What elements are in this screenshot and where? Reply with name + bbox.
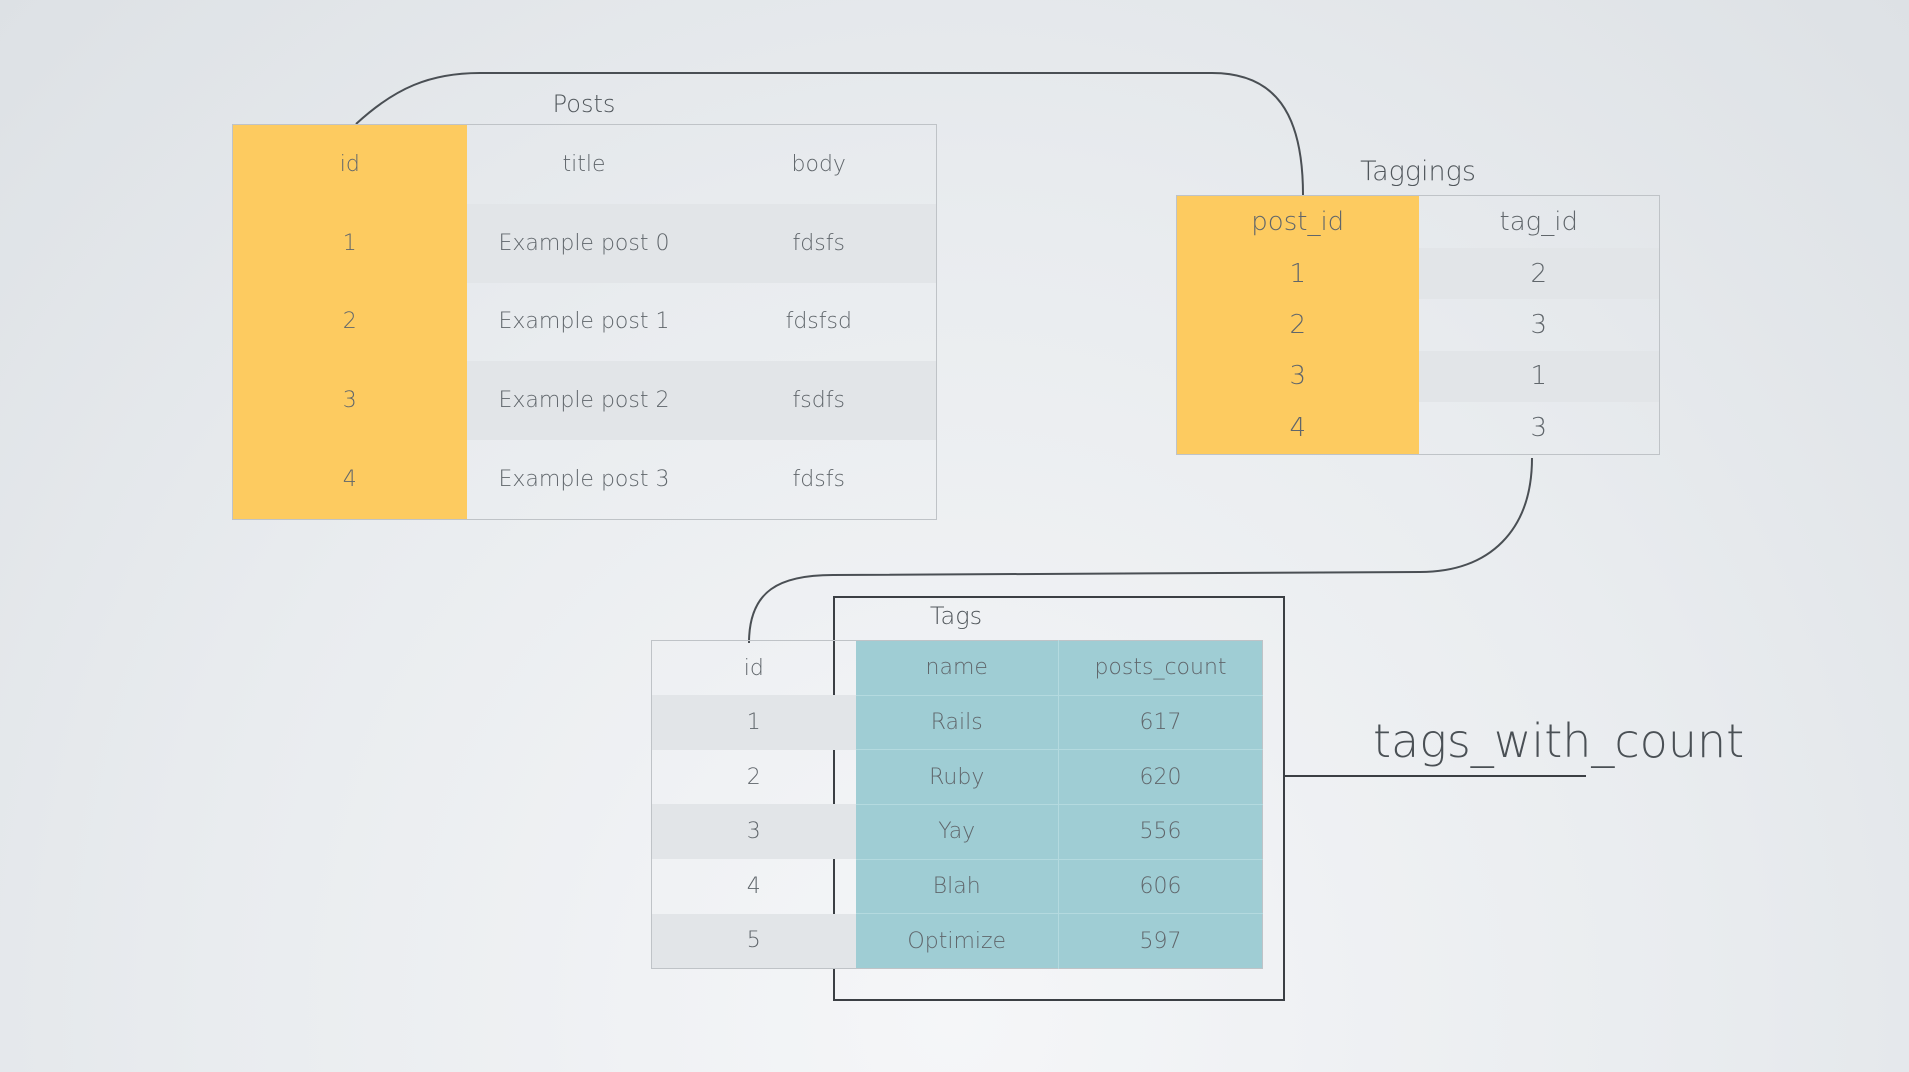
posts-header-title: title [562,152,606,178]
tags-cell-id: 5 [651,913,856,969]
posts-cell-body: fdsfsd [785,309,852,335]
table-row: 3 Example post 2 fsdfs [232,361,937,440]
table-header-row: id name posts_count [652,640,1263,696]
table-row: 2 Example post 1 fdsfsd [232,282,937,362]
posts-cell-title: Example post 2 [466,361,702,440]
taggings-cell-tag-id: 3 [1530,309,1548,340]
posts-table: id title body 1 Example post 0 fdsfs 2 E… [232,124,937,520]
taggings-cell-post-id: 3 [1176,350,1419,403]
connector-taggings-tag-id-to-tags-id [748,457,1533,644]
tags-cell-name: Blah [855,858,1059,914]
tags-cell-id: 1 [651,695,856,750]
posts-cell-title: Example post 3 [498,466,670,492]
posts-cell-title: Example post 1 [498,309,670,335]
taggings-cell-post-id: 2 [1176,299,1419,351]
tags-cell-posts-count: 556 [1058,803,1263,860]
taggings-cell-tag-id: 3 [1530,413,1548,444]
taggings-cell-post-id: 1 [1176,247,1419,300]
taggings-cell-post-id: 4 [1176,402,1419,455]
tags-cell-id: 3 [651,804,856,860]
table-row: 2 3 [1176,299,1660,351]
table-row: 2 Ruby 620 [652,749,1263,805]
table-row: 3 1 [1176,350,1660,403]
taggings-cell-tag-id: 1 [1418,350,1660,403]
taggings-header-tag-id: tag_id [1499,206,1578,237]
table-row: 1 Rails 617 [651,694,1263,750]
posts-cell-body: fsdfs [701,361,937,440]
taggings-cell-tag-id: 2 [1418,247,1660,300]
tags-cell-posts-count: 606 [1058,858,1263,914]
table-row: 1 Example post 0 fdsfs [232,204,937,283]
posts-cell-title: Example post 0 [466,204,702,283]
posts-header-id: id [232,124,467,205]
tags-cell-posts-count: 597 [1058,913,1263,969]
tags-header-id: id [743,655,764,681]
tags-cell-name: Ruby [855,749,1059,805]
table-row: 3 Yay 556 [651,803,1263,860]
tags-with-count-label: tags_with_count [1373,714,1745,768]
taggings-caption: Taggings [1360,156,1476,187]
table-header-row: id title body [232,124,937,205]
tags-caption: Tags [929,602,983,630]
taggings-header-post-id: post_id [1176,195,1419,248]
table-row: 4 3 [1176,402,1660,455]
table-row: 4 Blah 606 [652,858,1263,914]
posts-caption: Posts [552,90,616,118]
table-row: 4 Example post 3 fdsfs [232,439,937,520]
table-row: 5 Optimize 597 [651,913,1263,969]
table-header-row: post_id tag_id [1176,195,1660,248]
connector-posts-id-to-taggings-post-id [355,72,1304,196]
tags-cell-name: Yay [855,803,1059,860]
tags-with-count-view-frame [833,596,1285,1001]
tags-cell-name: Rails [855,694,1059,750]
posts-cell-id: 3 [232,361,467,440]
posts-cell-id: 2 [232,282,467,362]
tags-cell-name: Optimize [855,913,1059,969]
tags-cell-id: 4 [746,873,761,899]
posts-cell-id: 1 [232,204,467,283]
tags-header-name: name [855,640,1059,696]
posts-cell-body: fdsfs [701,204,937,283]
taggings-table: post_id tag_id 1 2 2 3 3 1 4 3 [1176,195,1660,455]
tags-header-posts-count: posts_count [1058,640,1263,696]
posts-header-body: body [791,152,846,178]
table-row: 1 2 [1176,247,1660,300]
tags-cell-id: 2 [746,764,761,790]
tags-table: id name posts_count 1 Rails 617 2 Ruby 6… [651,640,1263,969]
tags-cell-posts-count: 617 [1058,694,1263,750]
posts-cell-body: fdsfs [792,466,845,492]
posts-cell-id: 4 [232,439,467,520]
tags-cell-posts-count: 620 [1058,749,1263,805]
